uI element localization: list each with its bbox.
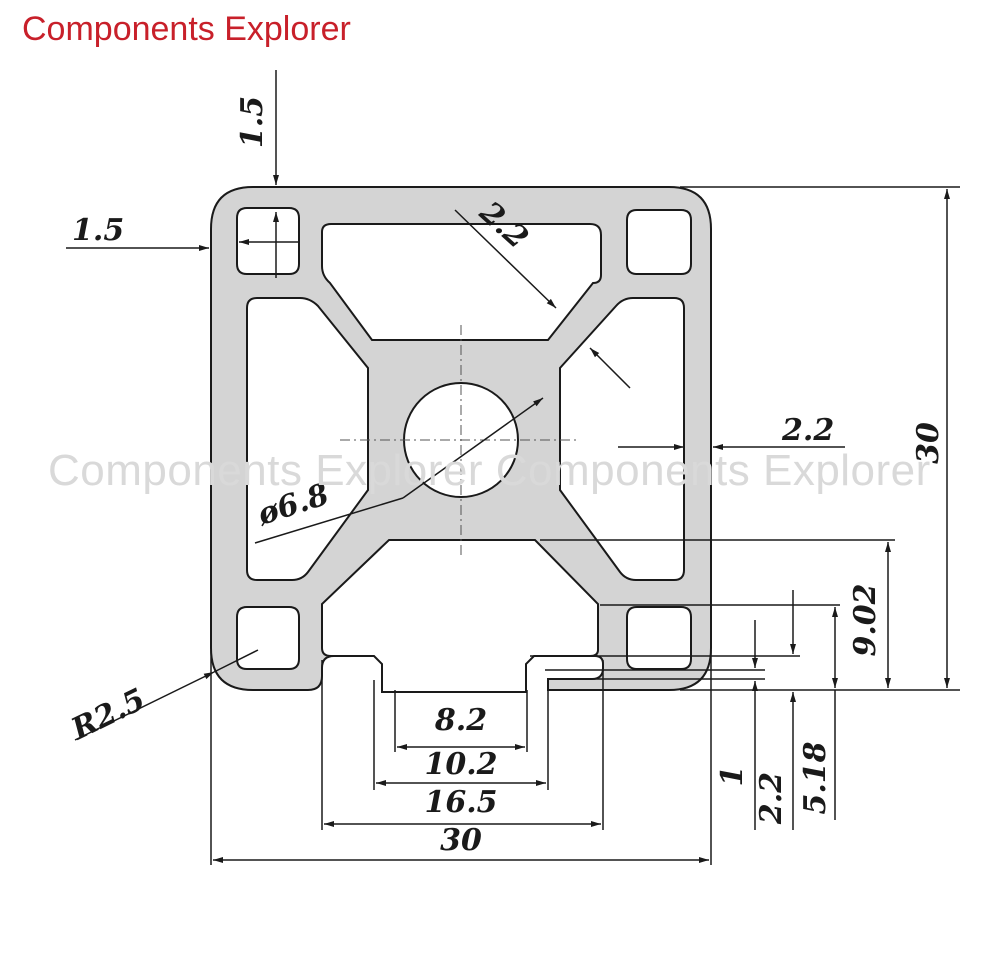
dim-lip-3: 5.18 <box>798 741 833 814</box>
brand-title: Components Explorer <box>22 10 351 48</box>
dim-width: 30 <box>440 823 482 858</box>
watermark-text: Components Explorer Components Explorer <box>48 446 931 495</box>
dim-height: 30 <box>911 422 946 464</box>
dim-corner-radius: R2.5 <box>65 682 151 748</box>
dim-slot-width: 16.5 <box>424 785 497 820</box>
dim-slot-opening: 8.2 <box>434 703 487 738</box>
dim-side-wall: 1.5 <box>72 213 124 248</box>
dim-slot-inner: 10.2 <box>424 747 497 782</box>
dim-lip-2: 2.2 <box>754 772 789 825</box>
dim-side-web: 2.2 <box>781 413 834 448</box>
dim-top-wall: 1.5 <box>235 96 270 148</box>
dim-slot-depth: 9.02 <box>848 583 883 656</box>
dim-lip-1: 1 <box>715 766 750 787</box>
